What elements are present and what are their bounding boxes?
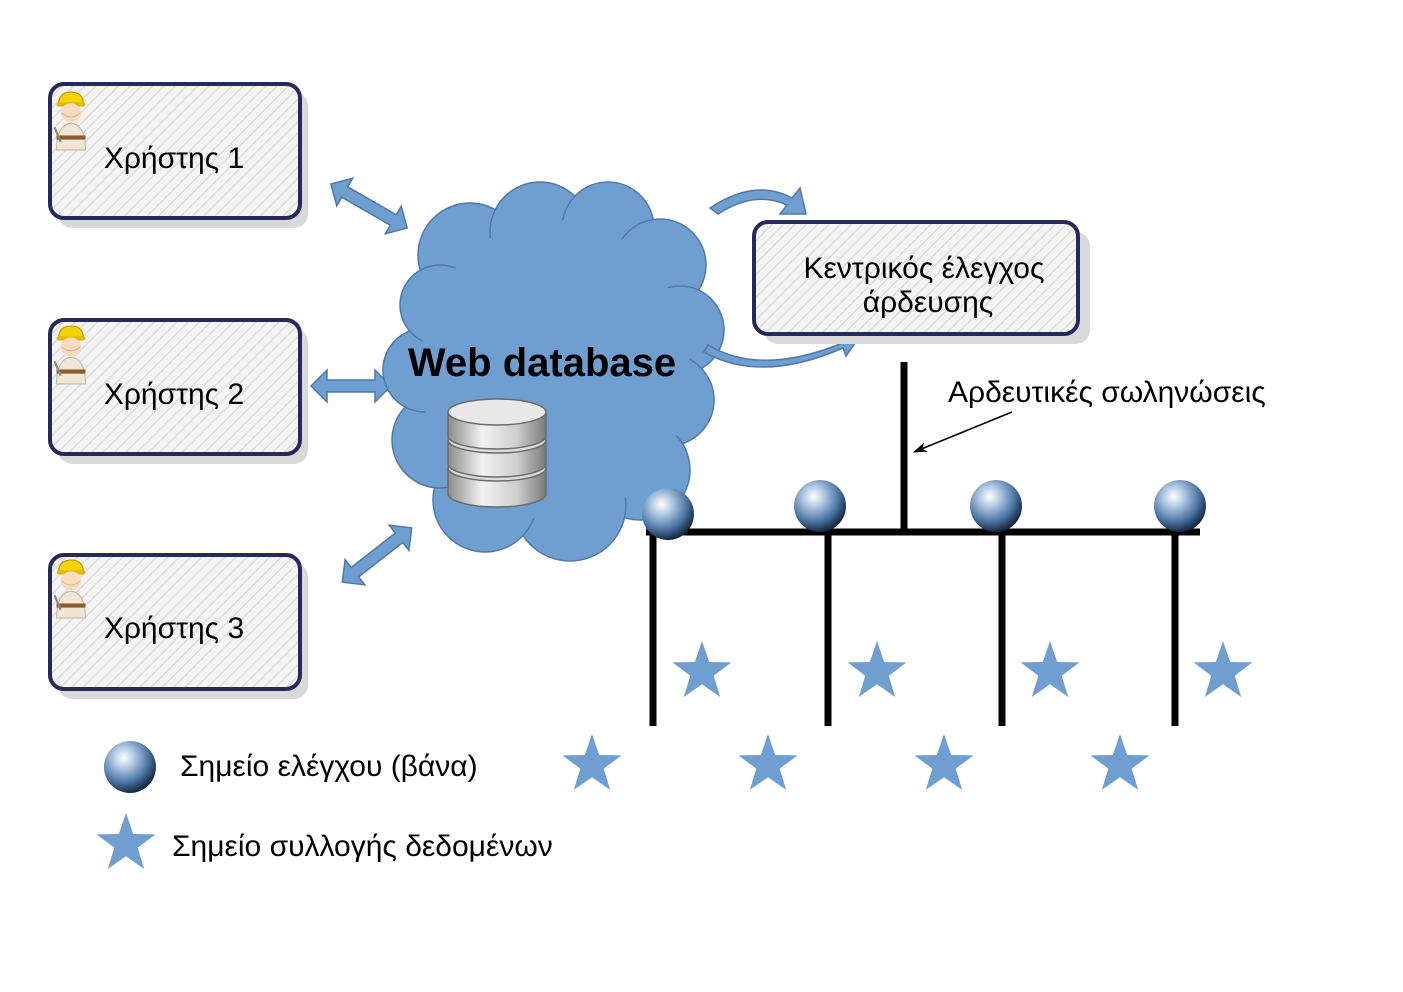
double-arrow-icon [341,524,413,586]
user-box-3: Χρήστης 3 [48,553,308,699]
legend-sensor-label: Σημείο συλλογής δεδομένων [172,830,553,863]
curved-arrow-icon [708,186,807,215]
double-arrow-icon [309,368,393,404]
star-icon [1090,734,1150,790]
star-icon [672,641,732,697]
legend: Σημείο ελέγχου (βάνα) Σημείο συλλογής δε… [96,741,553,869]
star-legend-icon [96,813,156,869]
valve-icon [1154,480,1206,532]
valve-legend-icon [104,741,156,793]
star-icon [847,641,907,697]
curved-arrow-icon [702,333,862,368]
user-box-1: Χρήστης 1 [48,82,308,228]
user-label: Χρήστης 2 [104,378,244,411]
pipes-label: Αρδευτικές σωληνώσεις [948,376,1266,409]
star-icon [1020,641,1080,697]
star-icon [1193,641,1253,697]
user-box-2: Χρήστης 2 [48,318,308,464]
star-icon [562,734,622,790]
valve-icon [794,480,846,532]
sensor-points [562,641,1253,790]
user-label: Χρήστης 1 [104,142,244,175]
user-label: Χρήστης 3 [104,612,244,645]
central-controller-box: Κεντρικός έλεγχος άρδευσης [752,220,1090,344]
valve-icon [642,488,694,540]
pipes-pointer-arrow [913,411,1013,453]
star-icon [914,734,974,790]
controller-label-line2: άρδευσης [863,286,994,319]
double-arrow-icon [329,176,409,236]
valves [642,480,1206,540]
star-icon [738,734,798,790]
valve-icon [970,480,1022,532]
irrigation-pipes [646,362,1200,726]
cloud-title: Web database [408,341,676,385]
controller-label-line1: Κεντρικός έλεγχος [804,252,1045,285]
legend-valve-label: Σημείο ελέγχου (βάνα) [180,750,478,783]
database-icon [447,398,547,508]
web-database-cloud: Web database [382,181,725,562]
